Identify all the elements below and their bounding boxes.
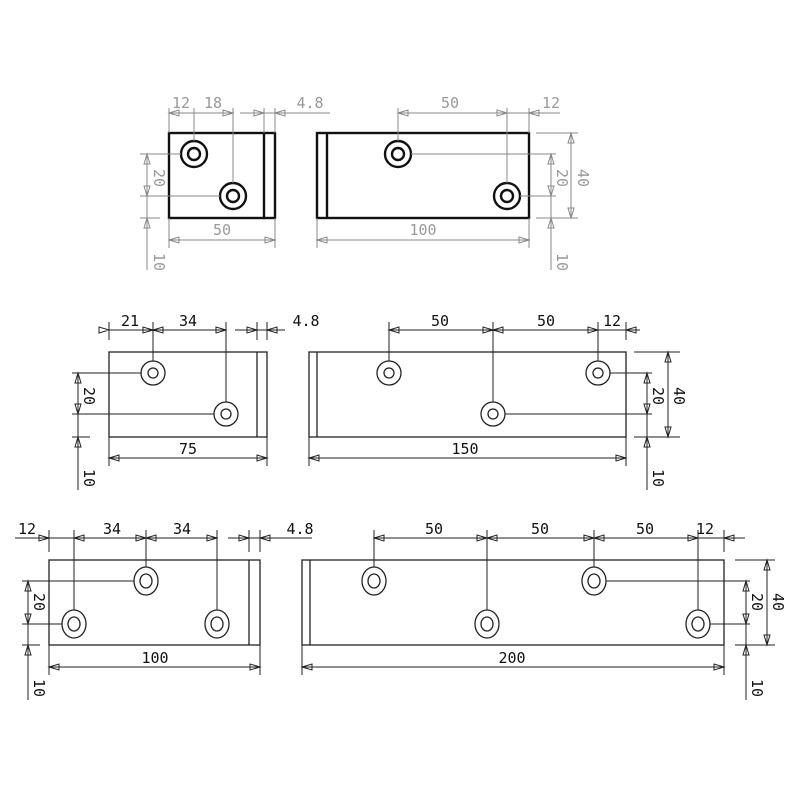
plate-100-left bbox=[48, 559, 261, 646]
hole bbox=[480, 401, 506, 427]
dim-label: 20 bbox=[30, 593, 48, 611]
dim-label: 50 bbox=[537, 312, 555, 330]
dim-label: 20 bbox=[80, 387, 98, 405]
width-label: 100 bbox=[141, 649, 168, 667]
dim-label: 40 bbox=[670, 387, 688, 405]
dim-label: 34 bbox=[179, 312, 197, 330]
dim-label: 12 bbox=[603, 312, 621, 330]
dimension-lines bbox=[140, 108, 578, 270]
hole bbox=[179, 139, 209, 169]
width-label: 75 bbox=[179, 440, 197, 458]
plate-50-left bbox=[167, 131, 277, 220]
dim-label: 34 bbox=[103, 520, 121, 538]
plate-100-right bbox=[315, 131, 531, 220]
row-1-drawing: 12 18 4.8 50 12 50 100 20 10 20 40 10 bbox=[140, 94, 592, 271]
width-label: 100 bbox=[409, 221, 436, 239]
dim-label: 21 bbox=[121, 312, 139, 330]
hole bbox=[383, 139, 413, 169]
row-2-drawing: 21 34 4.8 50 50 12 75 150 20 10 20 40 10 bbox=[72, 312, 688, 490]
dim-label: 20 bbox=[553, 169, 571, 187]
hole bbox=[204, 609, 230, 639]
hole bbox=[218, 181, 248, 211]
hole bbox=[685, 609, 711, 639]
dim-label: 10 bbox=[553, 253, 571, 271]
dimension-lines bbox=[15, 530, 775, 700]
hole bbox=[585, 360, 611, 386]
dim-label: 10 bbox=[30, 679, 48, 697]
dim-label: 50 bbox=[636, 520, 654, 538]
dim-label: 4.8 bbox=[286, 520, 313, 538]
dim-label: 12 bbox=[542, 94, 560, 112]
dim-label: 10 bbox=[150, 253, 168, 271]
dim-label: 20 bbox=[748, 593, 766, 611]
dim-label: 12 bbox=[172, 94, 190, 112]
hole bbox=[133, 566, 159, 596]
row-3-drawing: 12 34 34 4.8 50 50 50 12 100 200 20 10 2… bbox=[15, 520, 787, 700]
width-label: 50 bbox=[213, 221, 231, 239]
dim-label: 4.8 bbox=[296, 94, 323, 112]
dim-label: 10 bbox=[649, 469, 667, 487]
dim-label: 20 bbox=[649, 387, 667, 405]
width-label: 200 bbox=[498, 649, 525, 667]
dim-label: 40 bbox=[574, 169, 592, 187]
hole bbox=[140, 360, 166, 386]
dim-label: 34 bbox=[173, 520, 191, 538]
plate-150-right bbox=[308, 351, 627, 438]
dim-label: 50 bbox=[431, 312, 449, 330]
hole bbox=[361, 566, 387, 596]
dim-label: 10 bbox=[748, 679, 766, 697]
hole bbox=[213, 401, 239, 427]
dim-label: 40 bbox=[769, 593, 787, 611]
hole bbox=[581, 566, 607, 596]
dim-label: 12 bbox=[696, 520, 714, 538]
dimension-lines bbox=[72, 322, 680, 490]
plate-75-left bbox=[108, 351, 268, 438]
dim-label: 50 bbox=[441, 94, 459, 112]
dim-label: 18 bbox=[204, 94, 222, 112]
dim-label: 20 bbox=[150, 169, 168, 187]
hole bbox=[492, 181, 522, 211]
dim-label: 50 bbox=[531, 520, 549, 538]
plate-200-right bbox=[301, 559, 725, 646]
hole bbox=[61, 609, 87, 639]
width-label: 150 bbox=[451, 440, 478, 458]
hole bbox=[474, 609, 500, 639]
dim-label: 10 bbox=[80, 469, 98, 487]
dim-label: 12 bbox=[18, 520, 36, 538]
hole bbox=[376, 360, 402, 386]
dim-label: 50 bbox=[425, 520, 443, 538]
dim-label: 4.8 bbox=[292, 312, 319, 330]
